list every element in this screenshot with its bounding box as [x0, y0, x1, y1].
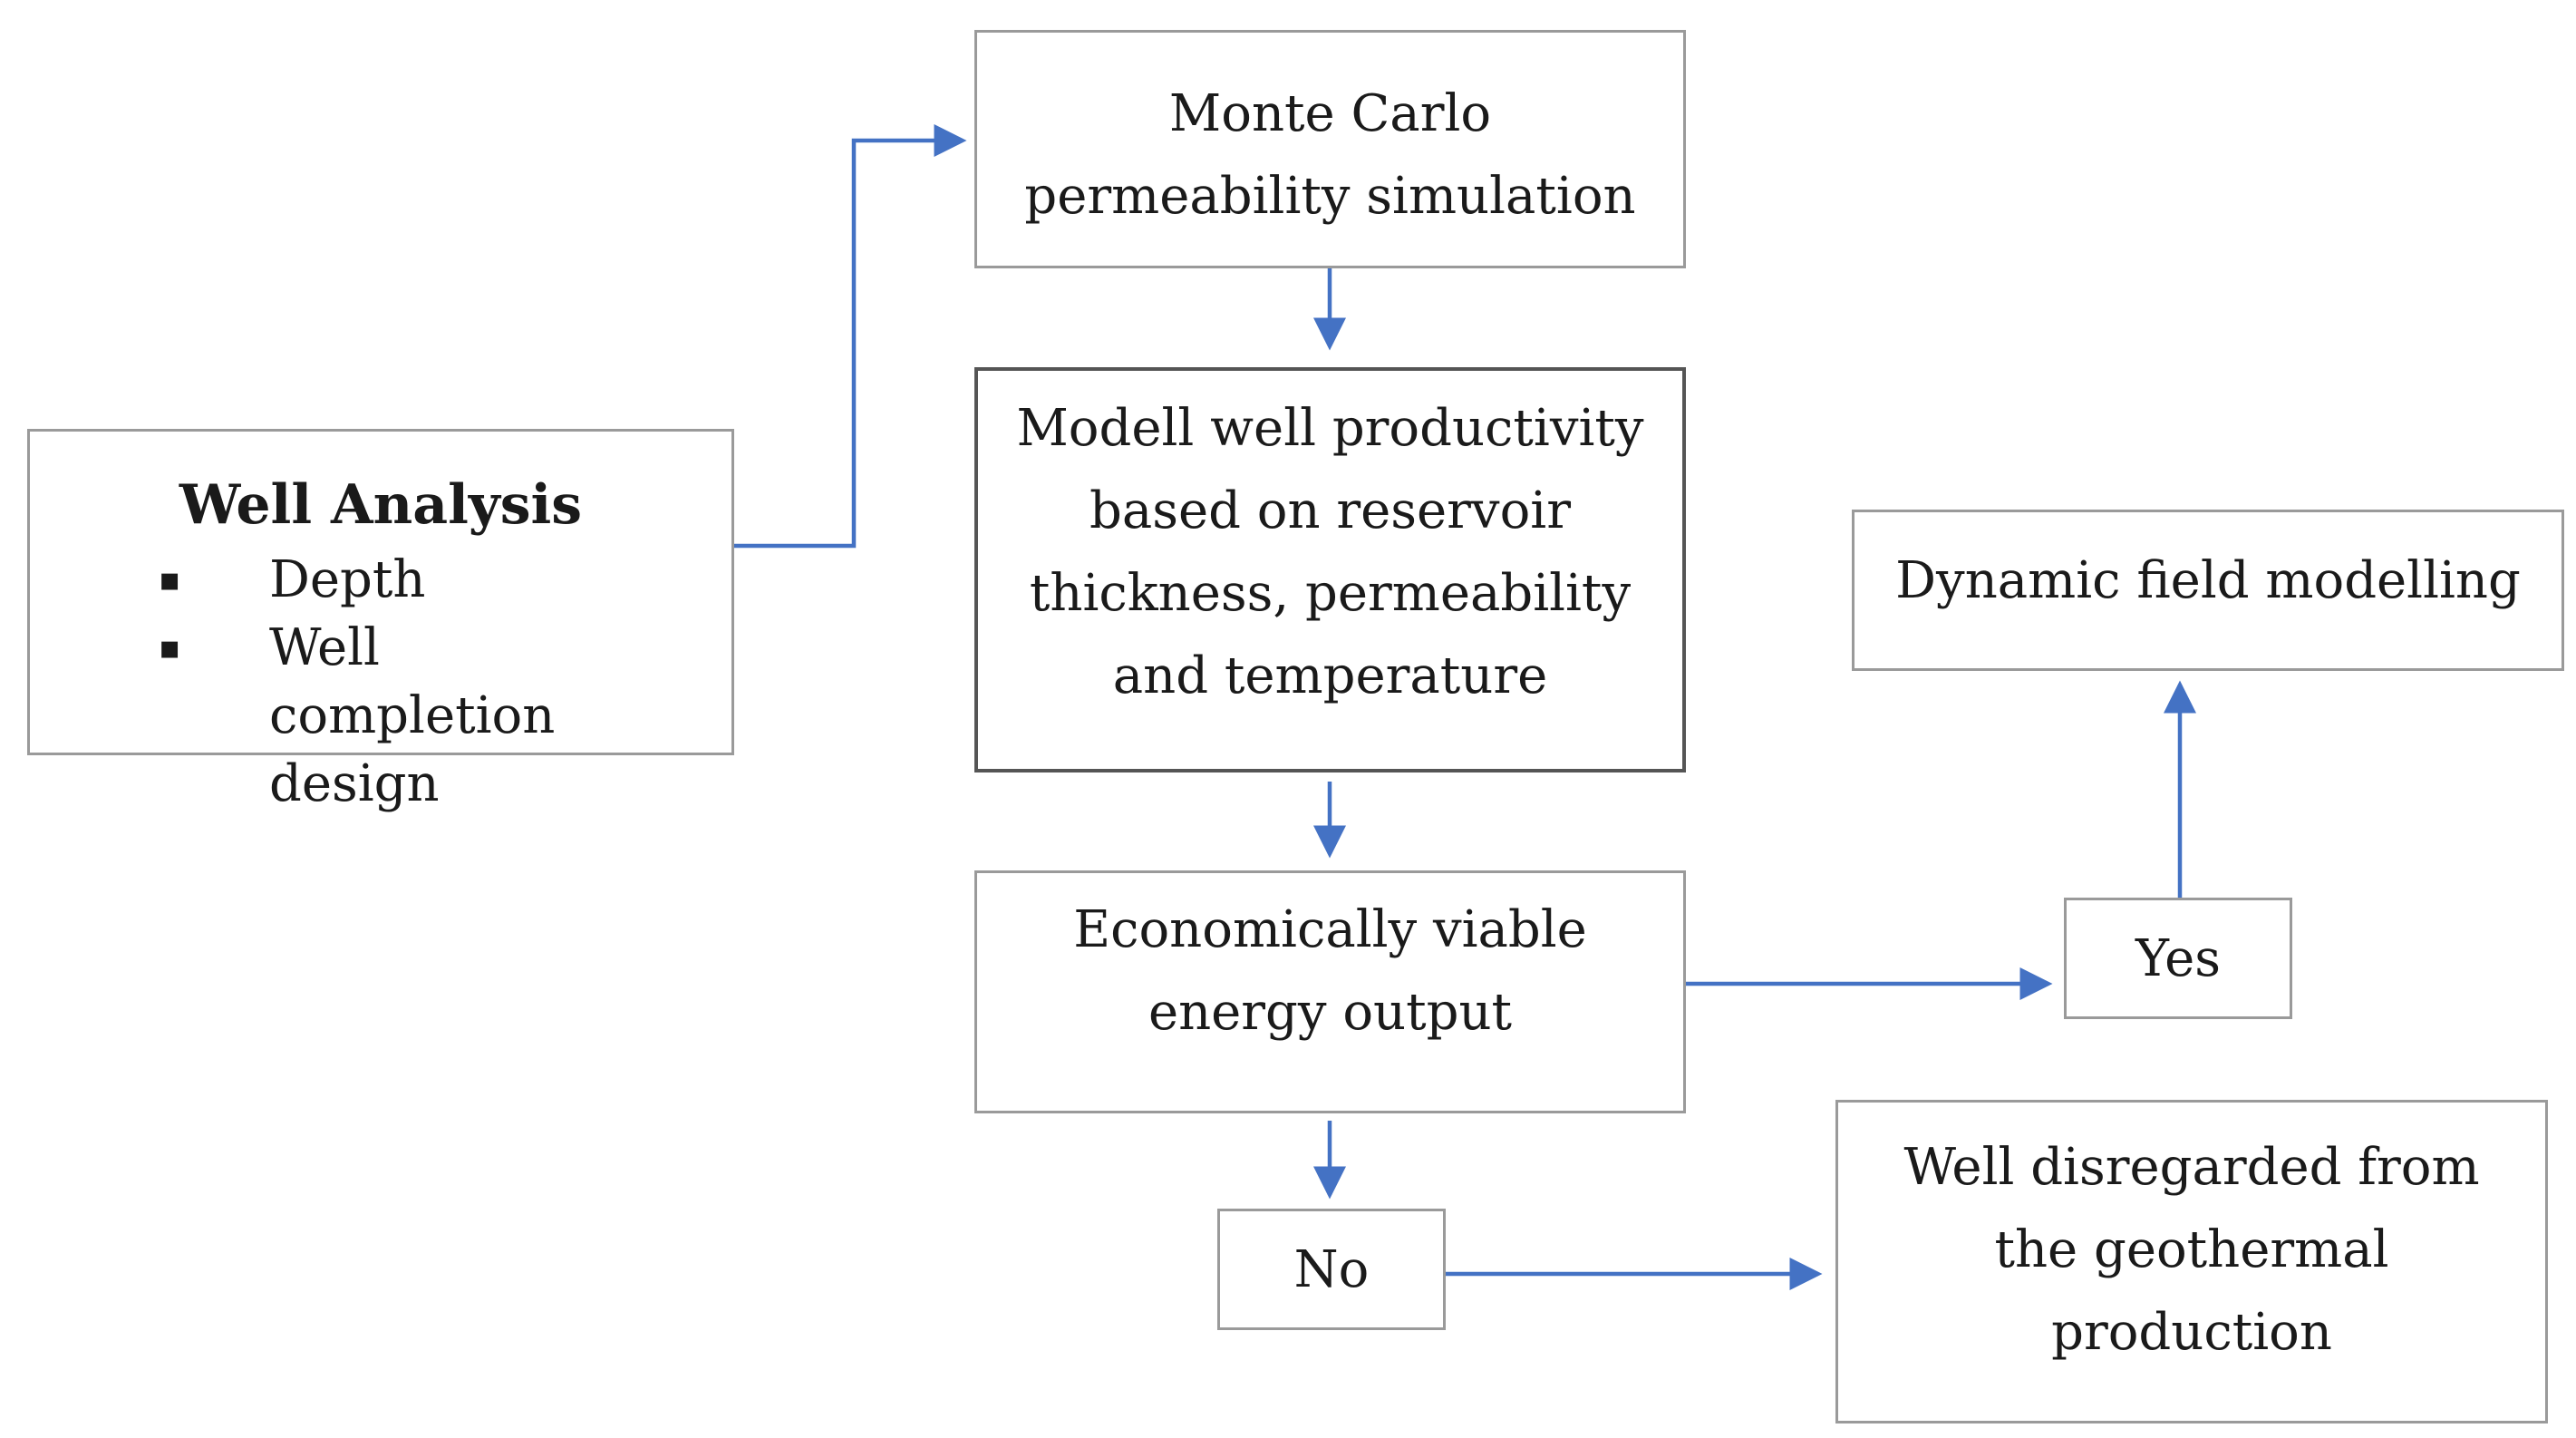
- box-text-line: the geothermal: [1994, 1220, 2389, 1279]
- well-analysis-title: Well Analysis: [179, 473, 583, 537]
- list-item: ▪ Depth: [159, 546, 650, 614]
- arrow-well-analysis-to-monte-carlo: [734, 124, 967, 549]
- well-disregarded-box: Well disregarded from the geothermal pro…: [1835, 1100, 2548, 1423]
- box-text-line: production: [2051, 1303, 2332, 1362]
- monte-carlo-box: Monte Carlo permeability simulation: [974, 30, 1686, 268]
- well-analysis-box: Well Analysis ▪ Depth ▪ Well completion …: [27, 429, 734, 813]
- decision-no-box: No: [1217, 1209, 1446, 1330]
- dynamic-field-modelling-box: Dynamic field modelling: [1852, 510, 2564, 671]
- list-item: ▪ Well completion design: [159, 614, 650, 818]
- box-text-line: Dynamic field modelling: [1895, 551, 2521, 610]
- well-analysis-list: ▪ Depth ▪ Well completion design: [30, 546, 650, 818]
- decision-yes-box: Yes: [2064, 898, 2292, 1019]
- decision-yes-label: Yes: [2135, 928, 2221, 988]
- modell-productivity-box: Modell well productivity based on reserv…: [974, 367, 1686, 772]
- bullet-icon: ▪: [159, 629, 181, 666]
- bullet-icon: ▪: [159, 561, 181, 598]
- list-item-label: Depth: [269, 550, 426, 609]
- box-text-line: permeability simulation: [1024, 167, 1636, 226]
- box-text-line: Modell well productivity: [1016, 399, 1644, 458]
- box-text-line: Monte Carlo: [1168, 84, 1492, 143]
- box-text-line: thickness, permeability: [1029, 564, 1632, 623]
- decision-no-label: No: [1293, 1239, 1370, 1299]
- economic-viability-box: Economically viable energy output: [974, 870, 1686, 1113]
- box-text-line: and temperature: [1112, 646, 1548, 705]
- box-text-line: Well disregarded from: [1903, 1138, 2480, 1197]
- list-item-label: Well completion design: [269, 618, 556, 813]
- box-text-line: Economically viable: [1073, 900, 1587, 959]
- box-text-line: based on reservoir: [1089, 481, 1571, 540]
- box-text-line: energy output: [1148, 983, 1513, 1042]
